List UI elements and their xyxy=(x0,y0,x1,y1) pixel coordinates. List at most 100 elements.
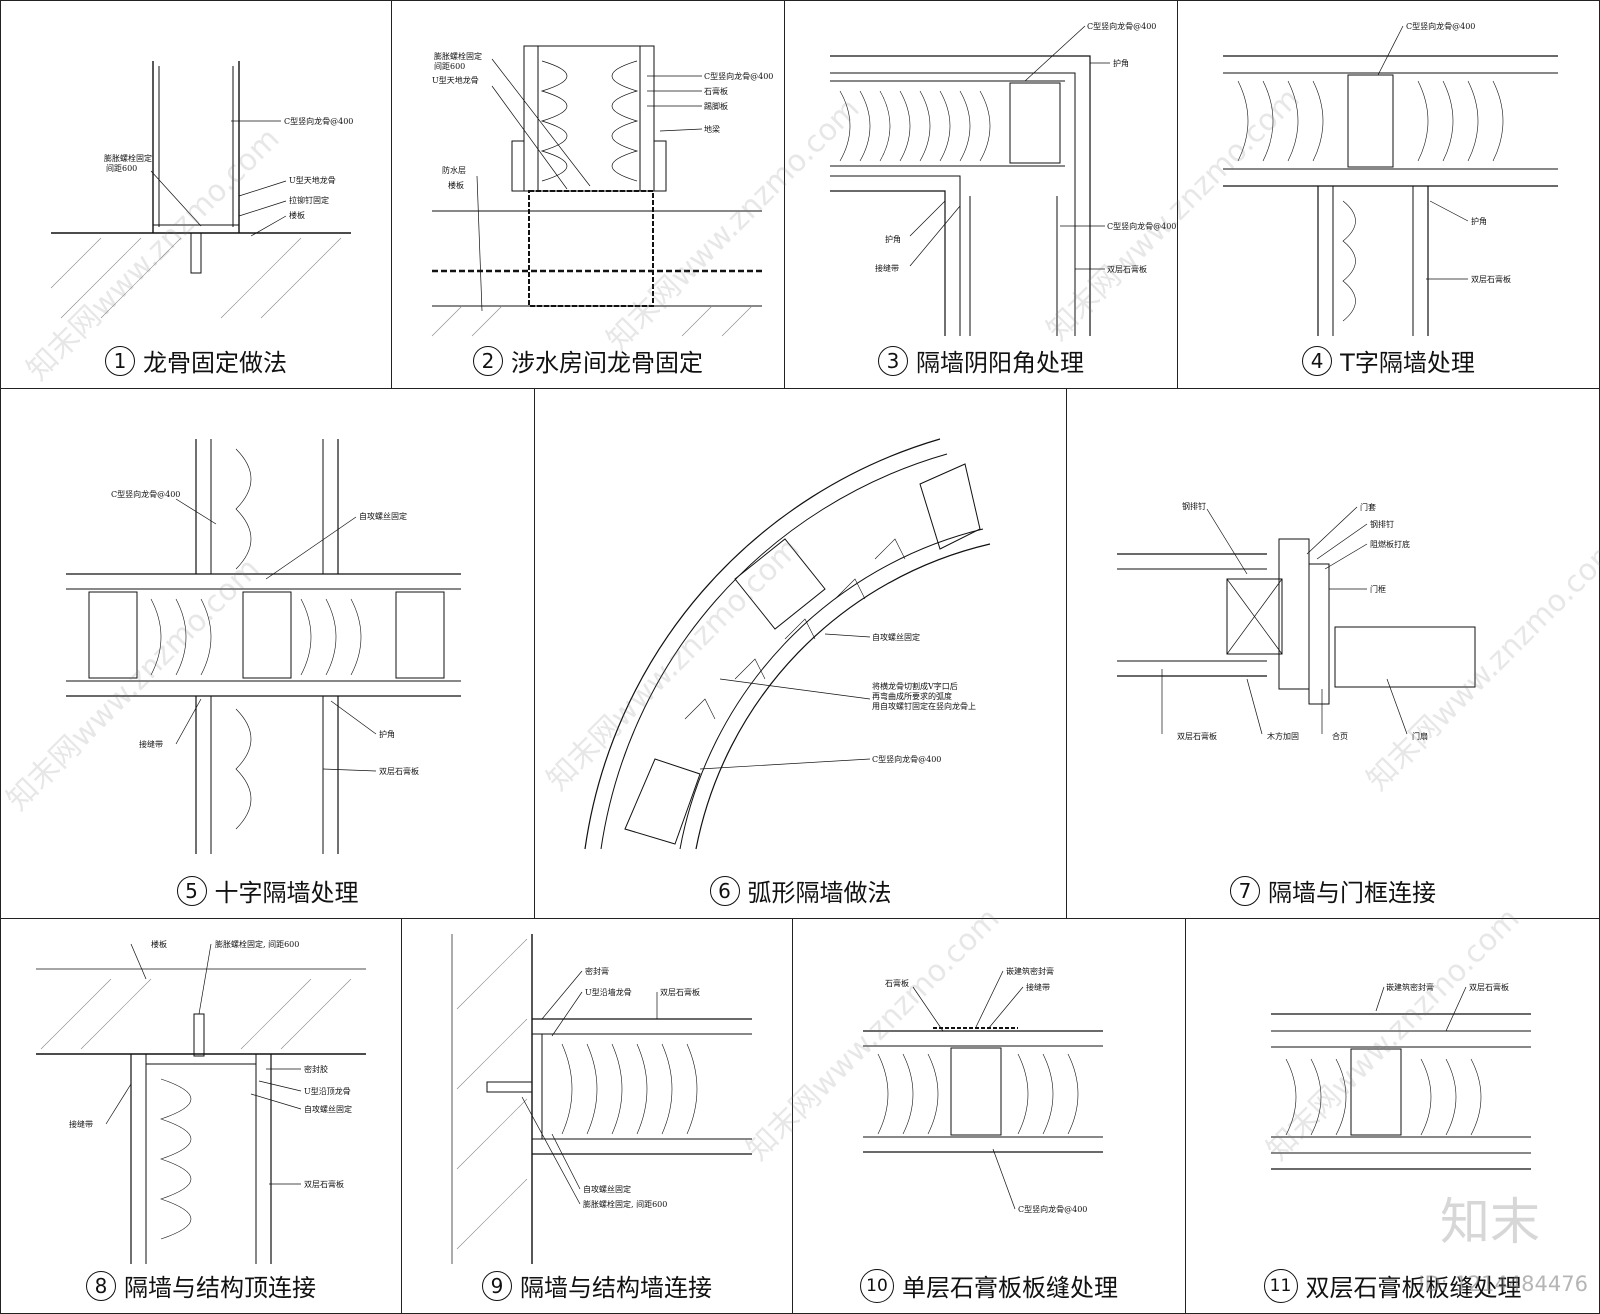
label: 双层石膏板 xyxy=(379,766,419,776)
label: C型竖向龙骨@400 xyxy=(704,71,773,81)
label: 双层石膏板 xyxy=(1177,731,1217,741)
panel-caption: 8 隔墙与结构顶连接 xyxy=(1,1268,401,1303)
label: 膨胀螺栓固定, 间距600 xyxy=(583,1199,667,1209)
label: 双层石膏板 xyxy=(1469,982,1509,992)
label: 自攻螺丝固定 xyxy=(583,1184,631,1194)
panel-number: 1 xyxy=(105,345,135,376)
label: 护角 xyxy=(1471,216,1487,226)
label: U型沿顶龙骨 xyxy=(304,1086,351,1096)
panel-caption: 2 涉水房间龙骨固定 xyxy=(392,343,784,378)
panel-title: 隔墙与门框连接 xyxy=(1268,879,1436,907)
label: 膨胀螺栓固定, 间距600 xyxy=(215,939,299,949)
label: 门扇 xyxy=(1412,731,1428,741)
label: 自攻螺丝固定 xyxy=(872,632,920,642)
label: U型天地龙骨 xyxy=(432,75,479,85)
panel-title: 隔墙与结构墙连接 xyxy=(520,1274,712,1302)
panel-7: 门套 钢排钉 钢排钉 阻燃板打底 门框 双层石膏板 木方加固 合页 门扇 7 隔… xyxy=(1066,388,1600,919)
label: 钢排钉 xyxy=(1182,501,1206,511)
panel-6: 自攻螺丝固定 将横龙骨切割成V字口后 再弯曲成所要求的弧度 用自攻螺钉固定在竖向… xyxy=(534,388,1067,919)
detail-3-drawing: C型竖向龙骨@400 护角 C型竖向龙骨@400 护角 接缝带 双层石膏板 xyxy=(830,21,1176,336)
panel-number: 10 xyxy=(860,1268,894,1303)
label: 双层石膏板 xyxy=(1107,264,1147,274)
panel-4: C型竖向龙骨@400 护角 双层石膏板 4 T字隔墙处理 xyxy=(1177,0,1600,389)
label: 木方加固 xyxy=(1267,731,1299,741)
label: 接缝带 xyxy=(139,739,163,749)
label: 楼板 xyxy=(448,180,464,190)
panel-caption: 6 弧形隔墙做法 xyxy=(535,873,1066,908)
label: 接缝带 xyxy=(875,263,899,273)
label: 双层石膏板 xyxy=(1471,274,1511,284)
label: 石膏板 xyxy=(704,86,728,96)
panel-title: 涉水房间龙骨固定 xyxy=(511,349,703,377)
label: 护角 xyxy=(379,729,395,739)
detail-4-drawing: C型竖向龙骨@400 护角 双层石膏板 xyxy=(1223,21,1558,336)
label: C型竖向龙骨@400 xyxy=(872,754,941,764)
panel-caption: 5 十字隔墙处理 xyxy=(1,873,534,908)
label: 护角 xyxy=(885,234,901,244)
panel-title: 双层石膏板板缝处理 xyxy=(1305,1274,1522,1302)
label: 护角 xyxy=(1113,58,1129,68)
panel-caption: 7 隔墙与门框连接 xyxy=(1067,873,1599,908)
label: C型竖向龙骨@400 xyxy=(1018,1204,1087,1214)
label: C型竖向龙骨@400 xyxy=(284,116,353,126)
label: 拉铆钉固定 xyxy=(289,195,329,205)
panel-number: 11 xyxy=(1263,1268,1298,1303)
panel-number: 2 xyxy=(473,345,503,376)
label: 门套 xyxy=(1360,502,1376,512)
panel-number: 8 xyxy=(86,1270,116,1301)
label: 间距600 xyxy=(106,164,137,173)
detail-2-drawing: C型竖向龙骨@400 膨胀螺栓固定 间距600 U型天地龙骨 石膏板 踢脚板 地… xyxy=(431,45,773,337)
label: C型竖向龙骨@400 xyxy=(1107,221,1176,231)
label: 接缝带 xyxy=(1026,982,1050,992)
label: 石膏板 xyxy=(885,978,909,988)
label: 自攻螺丝固定 xyxy=(304,1104,352,1114)
label: 密封胶 xyxy=(304,1064,328,1074)
panel-caption: 3 隔墙阴阳角处理 xyxy=(785,343,1177,378)
label: 用自攻螺钉固定在竖向龙骨上 xyxy=(872,701,976,711)
panel-2: C型竖向龙骨@400 膨胀螺栓固定 间距600 U型天地龙骨 石膏板 踢脚板 地… xyxy=(391,0,785,389)
label: 膨胀螺栓固定 xyxy=(434,51,482,61)
panel-11: 嵌建筑密封膏 双层石膏板 11 双层石膏板板缝处理 xyxy=(1185,918,1600,1314)
label: U型沿墙龙骨 xyxy=(585,987,632,997)
detail-1-drawing: C型竖向龙骨@400 膨胀螺栓固定 间距600 U型天地龙骨 拉铆钉固定 楼板 xyxy=(50,61,353,319)
label: 将横龙骨切割成V字口后 xyxy=(872,681,958,691)
panel-caption: 10 单层石膏板板缝处理 xyxy=(793,1268,1185,1303)
label: 门框 xyxy=(1370,584,1386,594)
panel-title: 弧形隔墙做法 xyxy=(747,879,892,907)
detail-5-drawing: C型竖向龙骨@400 自攻螺丝固定 护角 接缝带 双层石膏板 xyxy=(66,439,461,854)
label: 地梁 xyxy=(704,124,720,134)
panel-caption: 11 双层石膏板板缝处理 xyxy=(1186,1268,1599,1303)
label: 间距600 xyxy=(434,62,465,71)
panel-number: 4 xyxy=(1302,345,1333,376)
label: 楼板 xyxy=(289,210,305,220)
label: 阻燃板打底 xyxy=(1370,539,1410,549)
panel-title: 龙骨固定做法 xyxy=(143,349,287,377)
panel-caption: 4 T字隔墙处理 xyxy=(1178,343,1599,378)
label: C型竖向龙骨@400 xyxy=(1087,21,1156,31)
panel-title: 隔墙阴阳角处理 xyxy=(916,349,1084,377)
label: C型竖向龙骨@400 xyxy=(111,489,180,499)
panel-title: T字隔墙处理 xyxy=(1340,349,1475,377)
image-id: ID: 1214484476 xyxy=(1418,1272,1588,1296)
detail-10-drawing: 石膏板 嵌建筑密封膏 接缝带 C型竖向龙骨@400 xyxy=(863,966,1103,1214)
label: 膨胀螺栓固定 xyxy=(104,153,152,163)
label: 再弯曲成所要求的弧度 xyxy=(872,691,952,701)
label: 密封膏 xyxy=(585,966,609,976)
panel-number: 6 xyxy=(709,875,740,906)
label: 嵌建筑密封膏 xyxy=(1386,982,1434,992)
panel-1: C型竖向龙骨@400 膨胀螺栓固定 间距600 U型天地龙骨 拉铆钉固定 楼板 … xyxy=(0,0,392,389)
label: 接缝带 xyxy=(69,1119,93,1129)
panel-number: 7 xyxy=(1230,875,1260,906)
brand-mark: 知末 xyxy=(1440,1193,1540,1251)
panel-5: C型竖向龙骨@400 自攻螺丝固定 护角 接缝带 双层石膏板 5 十字隔墙处理 xyxy=(0,388,535,919)
label: 楼板 xyxy=(151,939,167,949)
label: 嵌建筑密封膏 xyxy=(1006,966,1054,976)
panel-10: 石膏板 嵌建筑密封膏 接缝带 C型竖向龙骨@400 10 单层石膏板板缝处理 xyxy=(792,918,1186,1314)
label: 双层石膏板 xyxy=(304,1179,344,1189)
label: 防水层 xyxy=(442,165,466,175)
detail-8-drawing: 楼板 膨胀螺栓固定, 间距600 密封胶 U型沿顶龙骨 接缝带 自攻螺丝固定 双… xyxy=(36,939,366,1264)
detail-7-drawing: 门套 钢排钉 钢排钉 阻燃板打底 门框 双层石膏板 木方加固 合页 门扇 xyxy=(1117,501,1476,741)
panel-title: 隔墙与结构顶连接 xyxy=(124,1274,316,1302)
panel-title: 单层石膏板板缝处理 xyxy=(902,1274,1118,1302)
